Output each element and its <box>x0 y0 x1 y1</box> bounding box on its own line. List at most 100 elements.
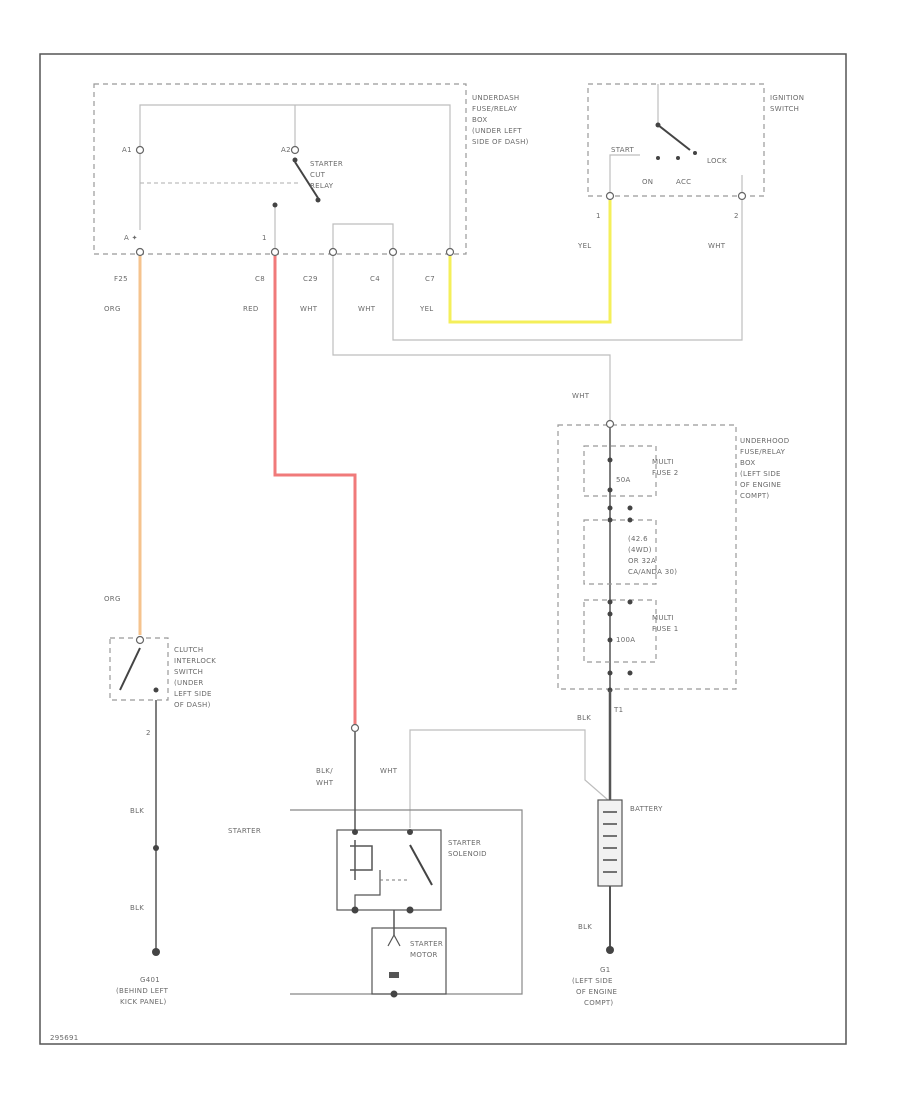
relay-contact-arm <box>294 161 319 199</box>
connector-c4: C4 <box>370 275 380 283</box>
underhood-label-6: COMPT) <box>740 492 769 500</box>
clutch-pin-2: 2 <box>146 729 151 737</box>
clutch-interlock-switch: CLUTCH INTERLOCK SWITCH (UNDER LEFT SIDE… <box>109 635 216 709</box>
wire-label-blk-wht: BLK/ <box>316 767 333 775</box>
starter-label: STARTER <box>228 827 261 835</box>
wire-label-wht-ign: WHT <box>708 242 726 250</box>
ground-g401-node <box>152 948 160 956</box>
starter-housing <box>290 809 523 995</box>
wire-label-wht-c29: WHT <box>300 305 318 313</box>
underhood-label-1: UNDERHOOD <box>740 437 789 445</box>
solenoid-label-2: SOLENOID <box>448 850 487 858</box>
underdash-label-3: BOX <box>472 116 487 124</box>
wire-label-blk-wht-2: WHT <box>316 779 334 787</box>
ign-pin-2 <box>737 191 747 201</box>
wire-label-yel: YEL <box>419 305 434 313</box>
relay-terminal-top <box>290 145 300 155</box>
clutch-label-5: LEFT SIDE <box>174 690 212 698</box>
underhood-box-label: UNDERHOOD FUSE/RELAY BOX (LEFT SIDE OF E… <box>740 437 789 500</box>
starter-s-terminal <box>350 723 360 733</box>
fuse-100a: 100A <box>616 636 635 644</box>
wire-label-red: RED <box>243 305 259 313</box>
battery-label: BATTERY <box>630 805 663 813</box>
wire-label-yel-ign: YEL <box>577 242 592 250</box>
wire-label-blk-clutch-2: BLK <box>130 904 144 912</box>
ground-g1-node <box>606 946 614 954</box>
multi-fuse-2-label-1: MULTI <box>652 458 674 466</box>
connector-t1: T1 <box>613 706 623 714</box>
connector-c7: C7 <box>425 275 435 283</box>
underhood-entry-pin <box>605 419 615 429</box>
underdash-connectors: F25 C8 C29 C4 C7 <box>114 247 455 283</box>
ign-pos-on: ON <box>642 178 653 186</box>
clutch-splice <box>153 845 159 851</box>
mid-fuse-box <box>583 519 657 585</box>
wire-wht-solenoid <box>409 729 609 828</box>
solenoid-label-1: STARTER <box>448 839 481 847</box>
clutch-label-3: SWITCH <box>174 668 203 676</box>
ground-g1-label-2: (LEFT SIDE <box>572 977 613 985</box>
wire-label-wht-main: WHT <box>572 392 590 400</box>
wire-label-wht-sol: WHT <box>380 767 398 775</box>
relay-label-2: CUT <box>310 171 326 179</box>
fuse-50a: 50A <box>616 476 631 484</box>
wire-label-org: ORG <box>104 305 121 313</box>
mid-fuse-label-2: (4WD) <box>628 546 652 554</box>
diagram-frame <box>39 53 847 1045</box>
wire-wht-c4-ign <box>392 200 743 341</box>
underdash-mark-a: A1 <box>122 146 132 154</box>
underdash-label-1: UNDERDASH <box>472 94 520 102</box>
wire-label-blk-g1: BLK <box>578 923 592 931</box>
underhood-fuse-relay-box <box>557 424 737 690</box>
underhood-label-4: (LEFT SIDE <box>740 470 781 478</box>
diagram-id: 295691 <box>50 1034 79 1042</box>
underdash-label-4: (UNDER LEFT <box>472 127 522 135</box>
ign-pos-start: START <box>611 146 635 154</box>
wire-red <box>273 256 357 725</box>
ign-pos-acc: ACC <box>676 178 691 186</box>
relay-label-1: STARTER <box>310 160 343 168</box>
starter-cut-relay: STARTER CUT RELAY <box>292 157 343 203</box>
multi-fuse-1-box <box>583 599 657 663</box>
connector-c29: C29 <box>303 275 318 283</box>
underdash-fuse-mark: A ✦ <box>124 234 138 242</box>
ign-pin-1-label: 1 <box>596 212 601 220</box>
ground-g1-label-1: G1 <box>600 966 610 974</box>
connector-f25: F25 <box>114 275 128 283</box>
starter-motor: STARTER MOTOR <box>371 910 447 998</box>
clutch-label-2: INTERLOCK <box>174 657 216 665</box>
multi-fuse-2-box <box>583 445 657 497</box>
wire-wht-c29-main <box>332 256 611 420</box>
wire-label-blk-batt: BLK <box>577 714 591 722</box>
mid-fuse-label-4: CA/ANDA 30) <box>628 568 677 576</box>
ground-g401-label-3: KICK PANEL) <box>120 998 167 1006</box>
ign-pin-1 <box>605 191 615 201</box>
wire-label-org-2: ORG <box>104 595 121 603</box>
starter-solenoid: STARTER SOLENOID <box>336 829 487 914</box>
underdash-c29-c4-link <box>332 223 394 250</box>
ground-g1-label-3: OF ENGINE <box>576 988 617 996</box>
clutch-label-6: OF DASH) <box>174 701 211 709</box>
wire-yel <box>448 200 612 324</box>
ground-g1-label-4: COMPT) <box>584 999 613 1007</box>
mid-fuse-label-1: (42.6 <box>628 535 648 543</box>
ignition-contact-arm <box>657 124 691 151</box>
underdash-fuse-terminal <box>135 145 145 155</box>
battery: BATTERY <box>597 799 663 887</box>
connector-c8: C8 <box>255 275 265 283</box>
underdash-fuse-relay-box <box>93 83 467 255</box>
underdash-label-2: FUSE/RELAY <box>472 105 518 113</box>
clutch-label-1: CLUTCH <box>174 646 203 654</box>
motor-label-1: STARTER <box>410 940 443 948</box>
relay-label-3: RELAY <box>310 182 334 190</box>
mid-fuse-label-3: OR 32A <box>628 557 656 565</box>
multi-fuse-1-label-1: MULTI <box>652 614 674 622</box>
ign-pos-lock: LOCK <box>707 157 727 165</box>
underdash-label-5: SIDE OF DASH) <box>472 138 529 146</box>
ground-g401-label-1: G401 <box>140 976 160 984</box>
underdash-mark-b: A2 <box>281 146 291 154</box>
underhood-label-3: BOX <box>740 459 755 467</box>
underhood-label-2: FUSE/RELAY <box>740 448 786 456</box>
relay-pin-mark: 1 <box>262 234 267 242</box>
